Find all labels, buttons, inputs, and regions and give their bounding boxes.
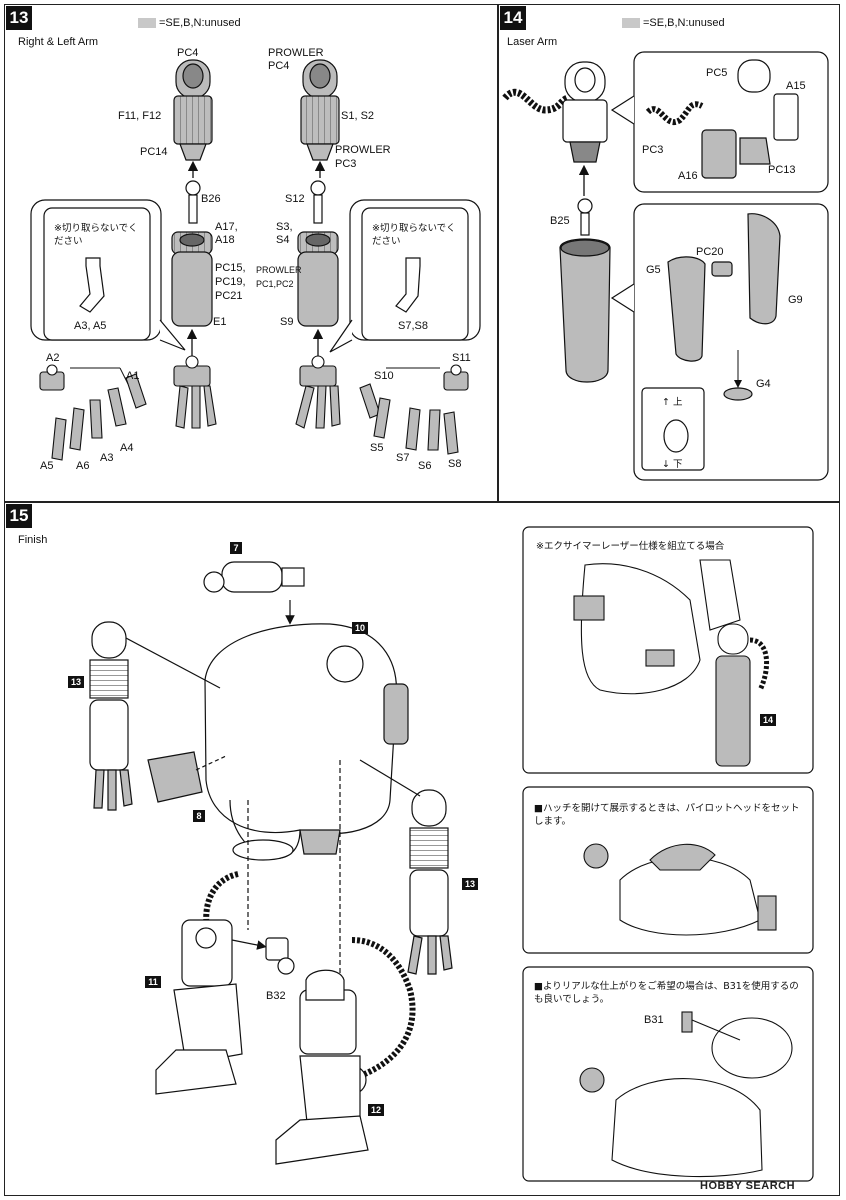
- label-up: ↑ 上: [662, 397, 683, 408]
- legend-text: =SE,B,N:unused: [643, 17, 725, 29]
- left-upper-forearm: [173, 59, 213, 161]
- label-b32: B32: [266, 990, 286, 1002]
- label-pc4-left: PC4: [177, 47, 199, 59]
- label-b26: B26: [201, 193, 221, 205]
- badge-step11: 11: [145, 976, 161, 988]
- left-lower-forearm: [171, 231, 213, 327]
- b25-joint: [577, 198, 593, 236]
- step15-title: Finish: [18, 534, 48, 546]
- step13-title: Right & Left Arm: [18, 36, 99, 48]
- label-a6: A6: [76, 460, 90, 472]
- step13-legend: =SE,B,N:unused: [138, 17, 241, 29]
- label-pc3: PC3: [335, 158, 357, 170]
- label-s11: S11: [452, 352, 471, 364]
- label-a18: A18: [215, 234, 235, 246]
- left-callout: [30, 199, 186, 351]
- step15-number: 15: [6, 504, 32, 528]
- note-excimer: ※エクサイマーレーザー仕様を組立てる場合: [536, 541, 725, 552]
- label-a5: A5: [40, 460, 54, 472]
- step14-legend: =SE,B,N:unused: [622, 17, 725, 29]
- unused-swatch: [138, 18, 156, 28]
- label-pc3-14: PC3: [642, 144, 664, 156]
- laser-detail-top: [610, 51, 829, 193]
- badge-step12: 12: [368, 1104, 384, 1116]
- label-pc19: PC19,: [215, 276, 246, 288]
- label-b31: B31: [644, 1014, 664, 1026]
- badge-step13-right: 13: [462, 878, 478, 890]
- unused-swatch: [622, 18, 640, 28]
- left-hand: [173, 355, 217, 429]
- left-hand-parts: [39, 364, 147, 461]
- label-pc1-pc2: PC1,PC2: [256, 279, 294, 289]
- note-hatch: ■ハッチを開けて展示するときは、パイロットヘッドをセットします。: [534, 803, 800, 827]
- label-s4: S4: [276, 234, 290, 246]
- label-prowler-pc: PROWLER: [256, 265, 302, 275]
- label-a15: A15: [786, 80, 806, 92]
- label-s9: S9: [280, 316, 294, 328]
- label-s1-s2: S1, S2: [341, 110, 375, 122]
- label-pc14: PC14: [140, 146, 168, 158]
- right-callout-note: ※切り取らないでください: [372, 223, 456, 247]
- step13-number: 13: [6, 6, 32, 30]
- right-hand-parts: [359, 364, 469, 455]
- badge-step13-left: 13: [68, 676, 84, 688]
- label-a2: A2: [46, 352, 60, 364]
- legend-text: =SE,B,N:unused: [159, 17, 241, 29]
- label-pc15: PC15,: [215, 262, 246, 274]
- label-g5: G5: [646, 264, 661, 276]
- label-pc20: PC20: [696, 246, 724, 258]
- label-s7: S7: [396, 452, 410, 464]
- b31-inset-art: [579, 1011, 793, 1178]
- b26-joint: [185, 180, 201, 224]
- label-prowler-top: PROWLER: [268, 47, 324, 59]
- right-hand: [295, 355, 341, 429]
- label-prowler-mid: PROWLER: [335, 144, 391, 156]
- label-a17: A17,: [215, 221, 238, 233]
- laser-detail-bottom: [610, 203, 829, 481]
- badge-step7: 7: [230, 542, 242, 554]
- label-g9: G9: [788, 294, 803, 306]
- label-s8: S8: [448, 458, 462, 470]
- hatch-inset-art: [583, 843, 777, 936]
- note-b31: ■よりリアルな仕上がりをご希望の場合は、B31を使用するのも良いでしょう。: [534, 981, 799, 1005]
- label-down: ↓ 下: [662, 459, 683, 470]
- label-pc13: PC13: [768, 164, 796, 176]
- laser-arm-assembled: [502, 61, 608, 163]
- finish-robot: [89, 561, 453, 1165]
- label-e1: E1: [213, 316, 227, 328]
- left-callout-note: ※切り取らないでください: [54, 223, 138, 247]
- badge-step10: 10: [352, 622, 368, 634]
- hobby-search-watermark: HOBBY SEARCH: [700, 1180, 796, 1192]
- label-a4: A4: [120, 442, 134, 454]
- label-s10: S10: [374, 370, 394, 382]
- right-lower-forearm: [297, 231, 339, 327]
- laser-arm-shell: [559, 238, 611, 383]
- left-callout-parts: A3, A5: [74, 320, 107, 332]
- right-upper-forearm: [300, 59, 340, 161]
- label-s12: S12: [285, 193, 305, 205]
- label-a16: A16: [678, 170, 698, 182]
- badge-step14: 14: [760, 714, 776, 726]
- label-s6: S6: [418, 460, 432, 472]
- label-g4: G4: [756, 378, 771, 390]
- excimer-inset-art: [573, 559, 770, 767]
- label-pc4-right: PC4: [268, 60, 290, 72]
- badge-step8: 8: [193, 810, 205, 822]
- step14-number: 14: [500, 6, 526, 30]
- right-callout: [329, 199, 481, 353]
- label-b25: B25: [550, 215, 570, 227]
- label-pc21: PC21: [215, 290, 243, 302]
- step14-title: Laser Arm: [507, 36, 558, 48]
- label-a1: A1: [126, 370, 140, 382]
- right-callout-parts: S7,S8: [398, 320, 428, 332]
- s12-joint: [310, 180, 326, 224]
- label-a3: A3: [100, 452, 114, 464]
- label-f11-f12: F11, F12: [118, 110, 162, 122]
- label-s3: S3,: [276, 221, 293, 233]
- label-s5: S5: [370, 442, 384, 454]
- label-pc5: PC5: [706, 67, 728, 79]
